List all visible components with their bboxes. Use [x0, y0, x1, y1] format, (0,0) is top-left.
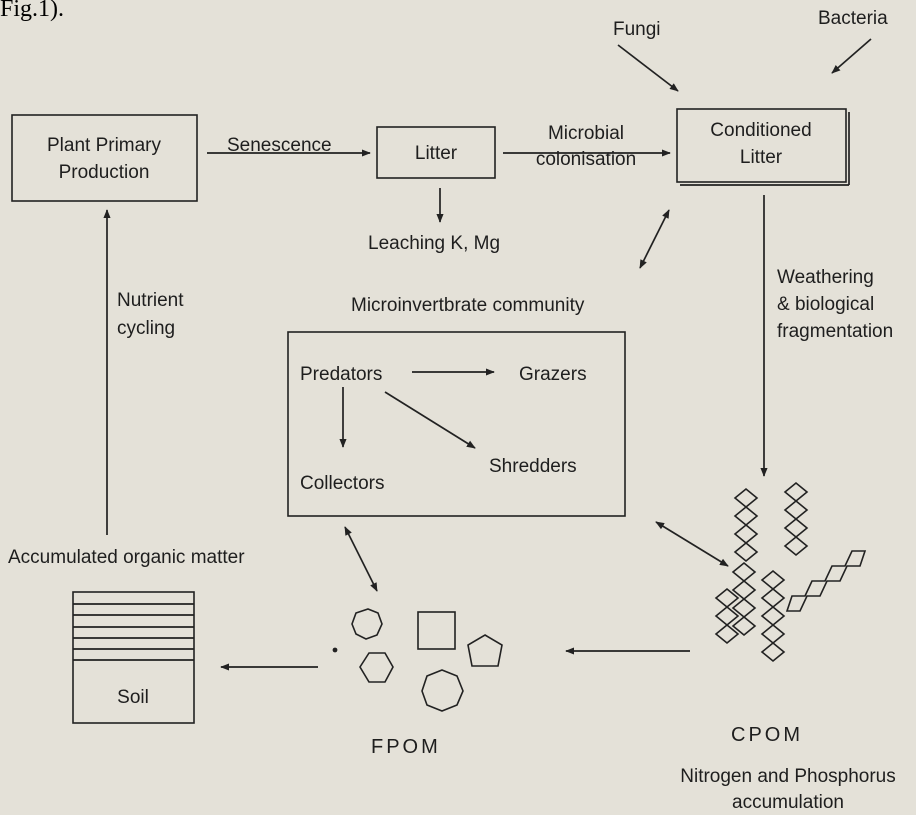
nutrient-label-line2: cycling [117, 318, 175, 339]
community-cpom-arrow [655, 521, 729, 567]
leaching-label: Leaching K, Mg [368, 233, 500, 254]
conditioned-litter-box [676, 108, 847, 183]
weathering-label-line3: fragmentation [777, 321, 893, 342]
accumulated-organic-matter-label: Accumulated organic matter [8, 547, 245, 568]
conditioned-label-line2: Litter [740, 147, 783, 168]
predators-shredders-arrow [384, 391, 476, 449]
fpom-particles [332, 608, 503, 712]
predators-label: Predators [300, 364, 382, 385]
conditioned-label-line1: Conditioned [710, 120, 811, 141]
soil-box [72, 591, 195, 724]
litter-label: Litter [415, 143, 458, 164]
community-label: Microinvertbrate community [351, 295, 585, 316]
nutrient-label-line1: Nutrient [117, 290, 184, 311]
plant-label-line2: Production [59, 162, 150, 183]
cpom-particles [714, 481, 867, 663]
soil-layers [73, 603, 194, 661]
community-fpom-arrow [344, 526, 378, 592]
senescence-label: Senescence [227, 135, 332, 156]
shredders-label: Shredders [489, 456, 577, 477]
grazers-label: Grazers [519, 364, 587, 385]
plant-primary-production-box [11, 114, 198, 202]
bacteria-arrow [831, 38, 872, 74]
weathering-label-line1: Weathering [777, 267, 874, 288]
microbial-label-line1: Microbial [548, 123, 624, 144]
microbial-label-line2: colonisation [536, 149, 636, 170]
litter-box [376, 126, 496, 179]
figure-reference-fragment: (Fig.1). [0, 0, 64, 22]
collectors-label: Collectors [300, 473, 384, 494]
microinvertebrate-community-box [287, 331, 626, 517]
nutrient-accumulation-line1: Nitrogen and Phosphorus [680, 766, 895, 787]
soil-label: Soil [117, 687, 149, 708]
fungi-label: Fungi [613, 19, 661, 40]
bacteria-label: Bacteria [818, 8, 888, 29]
nutrient-accumulation-line2: accumulation [732, 792, 844, 813]
conditioned-community-arrow [639, 209, 670, 269]
fungi-arrow [617, 44, 679, 92]
weathering-label-line2: & biological [777, 294, 874, 315]
fpom-label: FPOM [371, 736, 441, 758]
plant-label-line1: Plant Primary [47, 135, 162, 156]
cpom-label: CPOM [731, 724, 803, 746]
